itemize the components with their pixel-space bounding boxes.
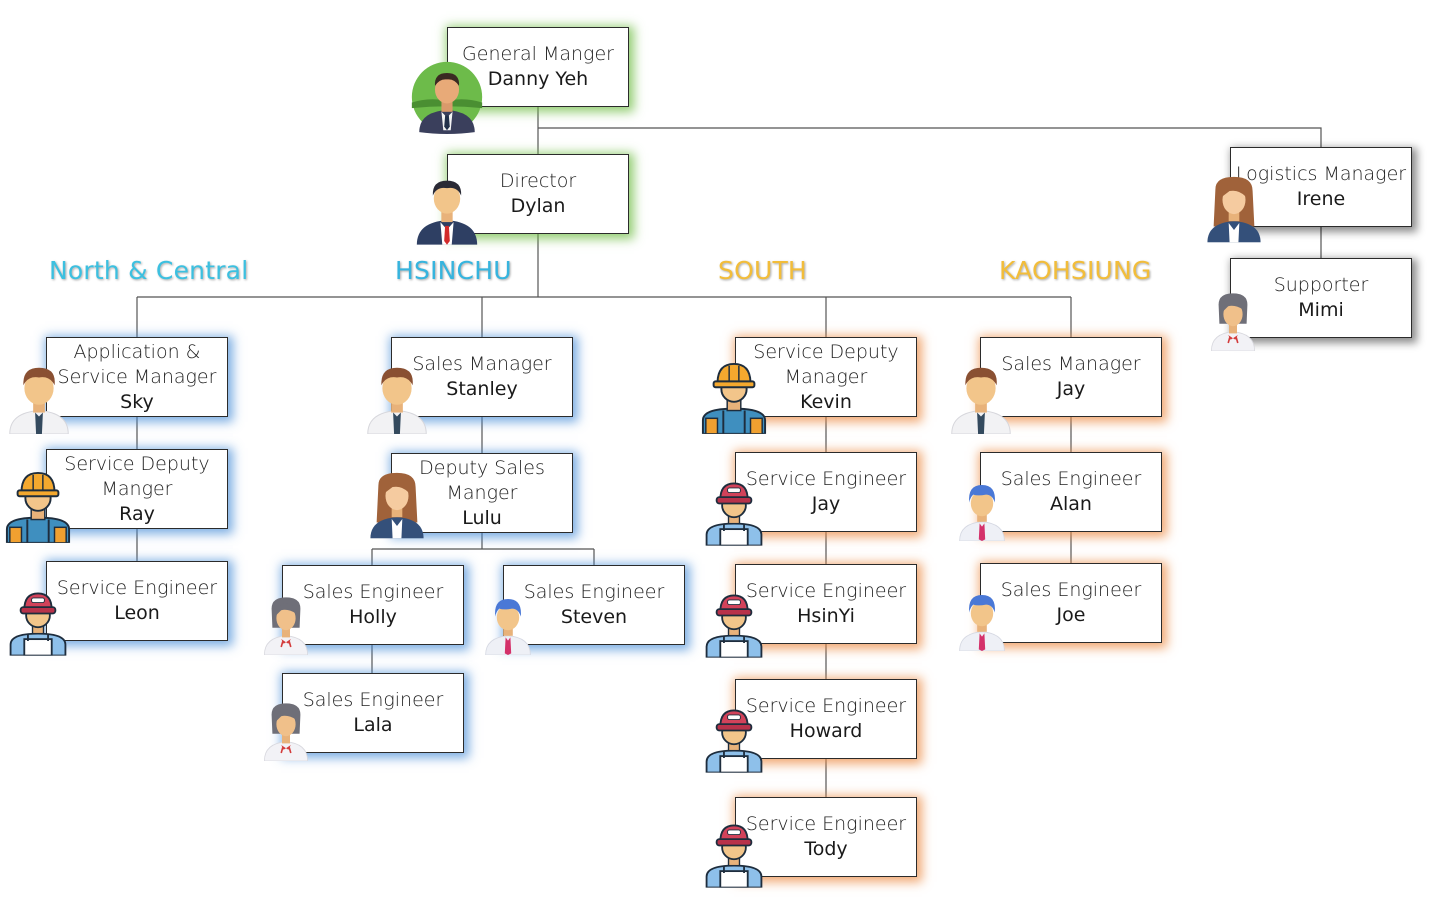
hardhat-worker-avatar-icon [700, 356, 768, 434]
node-name: Lulu [462, 506, 502, 529]
node-role: Service Engineer [745, 580, 907, 602]
node-role: Supporter [1273, 274, 1369, 296]
node-name: Stanley [446, 378, 518, 400]
node-director[interactable]: Director Dylan [447, 154, 629, 234]
node-kevin[interactable]: Service Deputy Manager Kevin [735, 337, 917, 417]
connector-gm-logistics [538, 127, 1322, 148]
region-hsinchu: HSINCHU [395, 256, 512, 285]
node-role: Director [499, 170, 577, 192]
node-name: Kevin [800, 390, 852, 413]
node-role: Sales Engineer [1000, 579, 1142, 601]
female-staff-avatar-icon [1205, 280, 1261, 358]
node-hsinyi[interactable]: Service Engineer HsinYi [735, 564, 917, 644]
node-role: Service Deputy Manger [64, 452, 210, 500]
node-role: Service Engineer [745, 695, 907, 717]
region-south: SOUTH [718, 256, 807, 285]
node-role: Service Deputy Manager [753, 340, 899, 388]
businesswoman-avatar-icon [366, 464, 428, 542]
node-tody[interactable]: Service Engineer Tody [735, 797, 917, 877]
node-name: Jay [1056, 378, 1086, 400]
node-steven[interactable]: Sales Engineer Steven [503, 565, 685, 645]
node-role: General Manger [462, 43, 614, 65]
cap-engineer-avatar-icon [702, 697, 766, 775]
node-role: Service Engineer [745, 468, 907, 490]
node-role: Sales Manager [1001, 353, 1141, 375]
node-logistics-manager[interactable]: Logistics Manager Irene [1230, 147, 1412, 227]
node-name: Sky [120, 390, 154, 413]
node-leon[interactable]: Service Engineer Leon [46, 561, 228, 641]
node-role: Service Engineer [745, 813, 907, 835]
female-staff-avatar-icon [258, 584, 314, 662]
node-stanley[interactable]: Sales Manager Stanley [391, 337, 573, 417]
node-name: Alan [1050, 493, 1092, 515]
cap-engineer-avatar-icon [702, 812, 766, 890]
male-staff-avatar-icon [362, 356, 432, 434]
node-role: Sales Manager [412, 353, 552, 375]
female-staff-avatar-icon [258, 690, 314, 768]
blue-hair-staff-avatar-icon [954, 580, 1010, 658]
node-supporter[interactable]: Supporter Mimi [1230, 258, 1412, 338]
blue-hair-staff-avatar-icon [480, 584, 536, 662]
node-alan[interactable]: Sales Engineer Alan [980, 452, 1162, 532]
node-name: Holly [349, 606, 397, 628]
region-kaohsiung: KAOHSIUNG [999, 256, 1152, 285]
node-role: Sales Engineer [302, 689, 444, 711]
node-role: Sales Engineer [302, 581, 444, 603]
node-name: HsinYi [797, 605, 855, 627]
connector-lulu-branch [371, 532, 595, 566]
node-jay-sales[interactable]: Sales Manager Jay [980, 337, 1162, 417]
node-jay-service[interactable]: Service Engineer Jay [735, 452, 917, 532]
node-name: Tody [804, 838, 848, 860]
node-role: Application & Service Manager [57, 340, 217, 388]
cap-engineer-avatar-icon [702, 470, 766, 548]
region-north-central: North & Central [49, 256, 249, 285]
node-name: Leon [114, 602, 160, 624]
cap-engineer-avatar-icon [702, 582, 766, 660]
node-name: Mimi [1298, 299, 1344, 321]
node-name: Jay [811, 493, 841, 515]
node-name: Danny Yeh [487, 68, 589, 90]
node-howard[interactable]: Service Engineer Howard [735, 679, 917, 759]
node-role: Logistics Manager [1235, 163, 1407, 185]
node-name: Ray [119, 502, 155, 525]
node-name: Joe [1056, 604, 1086, 626]
node-role: Sales Engineer [1000, 468, 1142, 490]
node-name: Irene [1296, 188, 1346, 210]
node-role: Sales Engineer [523, 581, 665, 603]
node-role: Service Engineer [56, 577, 218, 599]
node-name: Steven [560, 606, 628, 628]
node-sky[interactable]: Application & Service Manager Sky [46, 337, 228, 417]
node-lala[interactable]: Sales Engineer Lala [282, 673, 464, 753]
male-staff-avatar-icon [946, 356, 1016, 434]
manager-green-avatar-icon [410, 60, 484, 134]
node-name: Dylan [510, 195, 566, 217]
node-holly[interactable]: Sales Engineer Holly [282, 565, 464, 645]
cap-engineer-avatar-icon [6, 580, 70, 658]
node-role: Deputy Sales Manger [419, 456, 545, 504]
node-name: Howard [789, 720, 863, 742]
node-name: Lala [353, 714, 393, 736]
node-joe[interactable]: Sales Engineer Joe [980, 563, 1162, 643]
hardhat-worker-avatar-icon [4, 465, 72, 543]
male-staff-avatar-icon [4, 356, 74, 434]
node-lulu[interactable]: Deputy Sales Manger Lulu [391, 453, 573, 533]
blue-hair-staff-avatar-icon [954, 470, 1010, 548]
node-ray[interactable]: Service Deputy Manger Ray [46, 449, 228, 529]
businessman-avatar-icon [414, 168, 480, 246]
businesswoman-avatar-icon [1203, 168, 1265, 246]
